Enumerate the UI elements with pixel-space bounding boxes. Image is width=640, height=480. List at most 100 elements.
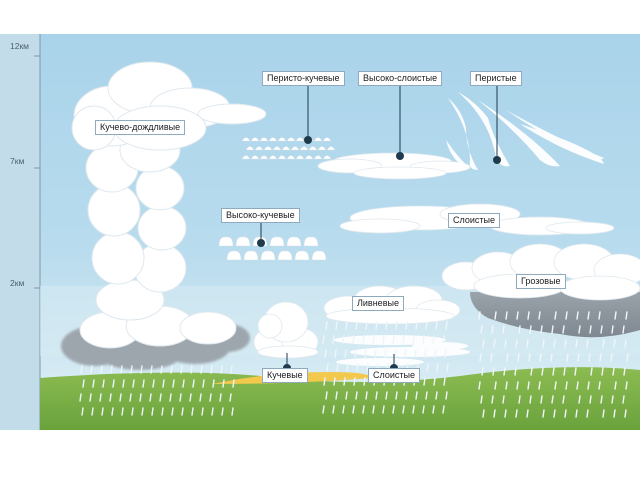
rain-drop: [210, 365, 213, 374]
rain-drop: [586, 409, 589, 418]
rain-drop: [422, 405, 425, 414]
rain-drop: [355, 391, 358, 400]
rain-drop: [539, 353, 542, 362]
rain-drop: [209, 393, 212, 402]
rain-drop: [482, 409, 485, 418]
rain-drop: [504, 409, 507, 418]
rain-drop: [425, 391, 428, 400]
rain-drop: [181, 407, 184, 416]
altostratus-cloud: [317, 152, 471, 180]
cirrocumulus-puff: [322, 155, 332, 160]
rain-drop: [612, 367, 615, 376]
cumulonimbus-cloud: [61, 61, 267, 370]
rain-drop: [355, 321, 358, 330]
rain-drop: [353, 377, 356, 386]
rain-drop: [180, 365, 183, 374]
rain-drop: [342, 335, 345, 344]
rain-drop: [230, 365, 233, 374]
rain-drop: [442, 335, 445, 344]
rain-drop: [444, 349, 447, 358]
rain-drop: [333, 377, 336, 386]
rain-drop: [82, 379, 85, 388]
rain-drop: [623, 367, 626, 376]
cirrocumulus-puff: [299, 146, 309, 151]
rain-drop: [221, 407, 224, 416]
rain-drop: [493, 339, 496, 348]
cirrocumulus-puff: [281, 146, 291, 151]
altocumulus-puff: [243, 250, 259, 261]
rain-drop: [372, 405, 375, 414]
rain-drop: [142, 379, 145, 388]
rain-drop: [325, 321, 328, 330]
rain-drop: [563, 367, 566, 376]
label-stratus-low: Слоистые: [368, 368, 420, 383]
rain-drop: [602, 409, 605, 418]
rain-drop: [517, 353, 520, 362]
rain-drop: [614, 381, 617, 390]
rain-drop: [518, 395, 521, 404]
cirrocumulus-puff: [317, 146, 327, 151]
cirrocumulus-puff: [254, 146, 264, 151]
rain-drop: [625, 381, 628, 390]
rain-drop: [362, 405, 365, 414]
rain-drop: [152, 379, 155, 388]
rain-drop: [212, 379, 215, 388]
rain-drop: [160, 365, 163, 374]
cirrocumulus-puff: [277, 155, 287, 160]
rain-drop: [541, 367, 544, 376]
rain-drop: [189, 393, 192, 402]
rain-drop: [480, 395, 483, 404]
rain-drop: [506, 353, 509, 362]
rain-drop: [442, 405, 445, 414]
altocumulus-puff: [226, 250, 242, 261]
rain-drop: [538, 381, 541, 390]
rain-drop: [564, 339, 567, 348]
rain-drop: [562, 395, 565, 404]
rain-drop: [385, 321, 388, 330]
rain-drop: [375, 391, 378, 400]
rain-drop: [231, 407, 234, 416]
cumulus-cloud: [253, 301, 319, 359]
rain-drop: [111, 407, 114, 416]
rain-drop: [372, 335, 375, 344]
rain-drop: [554, 311, 557, 320]
rain-drop: [622, 325, 625, 334]
rain-drop: [611, 325, 614, 334]
altocumulus-puff: [235, 236, 251, 247]
rain-drop: [576, 311, 579, 320]
rain-drop: [530, 367, 533, 376]
rain-drop: [222, 379, 225, 388]
rain-drop: [366, 363, 369, 372]
rain-drop: [576, 381, 579, 390]
marker-dot: [304, 136, 312, 144]
rain-drop: [528, 353, 531, 362]
rain-drop: [201, 407, 204, 416]
rain-drop: [526, 409, 529, 418]
rain-drop: [412, 335, 415, 344]
rain-drop: [190, 365, 193, 374]
rain-drop: [322, 335, 325, 344]
rain-drop: [589, 325, 592, 334]
altitude-label-2km: 2км: [10, 278, 25, 288]
rain-drop: [352, 335, 355, 344]
cirrocumulus-puff: [277, 137, 287, 142]
ground-grass: [40, 367, 640, 430]
rain-drop: [443, 377, 446, 386]
rain-drop: [140, 365, 143, 374]
rain-drop: [395, 321, 398, 330]
rain-drop: [578, 395, 581, 404]
rain-drop: [514, 367, 517, 376]
rain-drop: [385, 391, 388, 400]
rain-drop: [610, 353, 613, 362]
rain-drop: [414, 349, 417, 358]
rain-drop: [171, 407, 174, 416]
rain-drop: [199, 393, 202, 402]
cirrocumulus-puff: [259, 155, 269, 160]
rain-drop: [100, 365, 103, 374]
rain-drop: [402, 405, 405, 414]
rain-drop: [494, 311, 497, 320]
rain-drop: [392, 405, 395, 414]
rain-drop: [130, 365, 133, 374]
rain-drop: [481, 367, 484, 376]
cirrocumulus-puff: [295, 155, 305, 160]
